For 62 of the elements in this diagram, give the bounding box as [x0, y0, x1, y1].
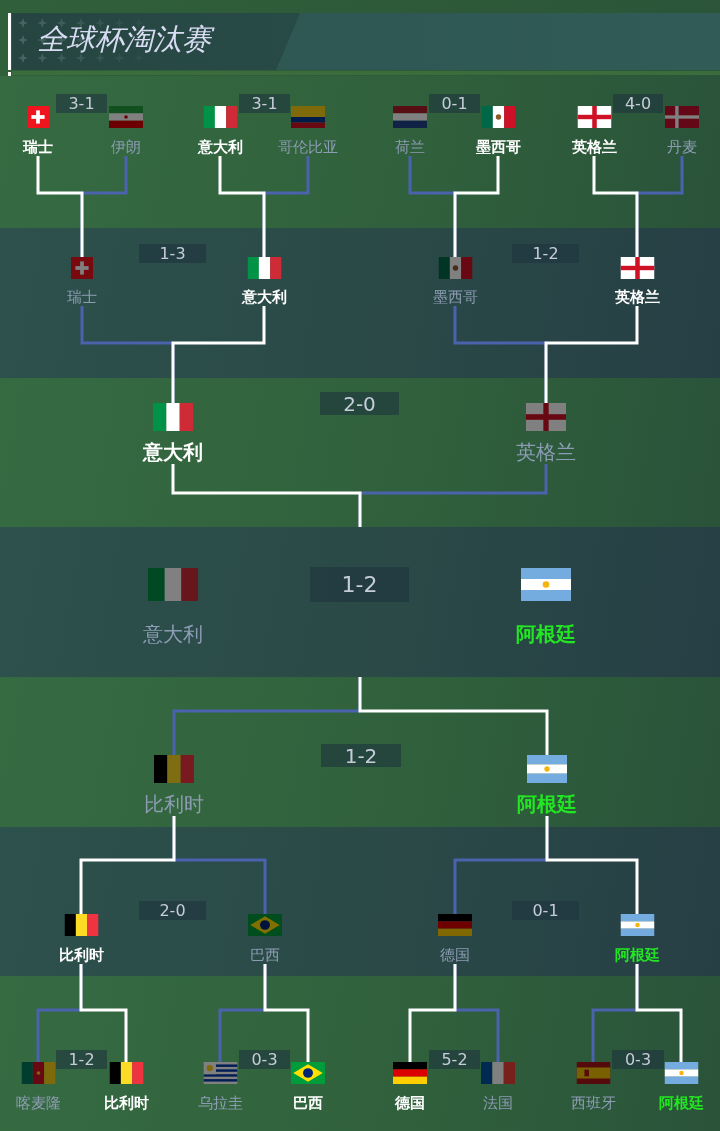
team-name: 阿根廷 [614, 946, 660, 964]
team-name: 丹麦 [667, 138, 697, 156]
team-name: 比利时 [103, 1094, 149, 1112]
team-name: 墨西哥 [475, 138, 521, 156]
bracket-line [358, 677, 549, 755]
team-name: 意大利 [143, 622, 203, 646]
team-name: 意大利 [143, 440, 203, 464]
team-name: 英格兰 [516, 440, 576, 464]
score-box: 2-0 [139, 901, 206, 920]
bracket-line [408, 964, 457, 1062]
team-name: 意大利 [241, 288, 287, 306]
bracket-line [171, 464, 362, 527]
bracket-line [635, 964, 683, 1062]
team-name: 意大利 [197, 138, 243, 156]
bracket-line [36, 156, 84, 257]
team-name: 英格兰 [571, 138, 617, 156]
score-box: 0-1 [429, 94, 480, 113]
team-name: 阿根廷 [658, 1094, 704, 1112]
team-name: 阿根廷 [516, 622, 576, 646]
team-name: 德国 [395, 1094, 425, 1112]
bracket-line [171, 306, 266, 403]
bracket-line [544, 306, 639, 403]
team-name: 荷兰 [395, 138, 425, 156]
team-name: 伊朗 [111, 138, 141, 156]
round-band [0, 527, 720, 677]
bracket-line [79, 816, 176, 914]
score-box: 1-2 [310, 567, 409, 602]
bracket-line [545, 816, 639, 914]
team-name: 瑞士 [23, 138, 53, 156]
team-name: 英格兰 [614, 288, 660, 306]
score-box: 2-0 [320, 392, 399, 415]
score-box: 1-2 [56, 1050, 107, 1069]
team-name: 巴西 [293, 1094, 323, 1112]
score-box: 3-1 [56, 94, 107, 113]
score-box: 5-2 [429, 1050, 480, 1069]
team-name: 法国 [483, 1094, 513, 1112]
score-box: 4-0 [613, 94, 663, 113]
score-box: 1-3 [139, 244, 206, 263]
round-band [0, 228, 720, 378]
team-name: 乌拉圭 [197, 1094, 243, 1112]
team-name: 西班牙 [570, 1094, 616, 1112]
bracket-line [218, 156, 266, 257]
score-box: 0-3 [239, 1050, 290, 1069]
bracket-line [453, 156, 500, 257]
team-name: 喀麦隆 [15, 1094, 61, 1112]
team-name: 哥伦比亚 [278, 138, 338, 156]
score-box: 1-2 [512, 244, 579, 263]
bracket-line [79, 964, 128, 1062]
team-name: 德国 [440, 946, 470, 964]
score-box: 1-2 [321, 744, 401, 767]
score-box: 3-1 [239, 94, 290, 113]
team-name: 墨西哥 [432, 288, 478, 306]
bracket-line [592, 156, 639, 257]
score-box: 0-1 [512, 901, 579, 920]
team-name: 比利时 [144, 792, 204, 816]
team-name: 瑞士 [67, 288, 97, 306]
bracket-line [263, 964, 310, 1062]
team-name: 比利时 [58, 946, 104, 964]
team-name: 巴西 [250, 946, 280, 964]
team-name: 阿根廷 [517, 792, 577, 816]
score-box: 0-3 [612, 1050, 664, 1069]
round-band [0, 827, 720, 976]
